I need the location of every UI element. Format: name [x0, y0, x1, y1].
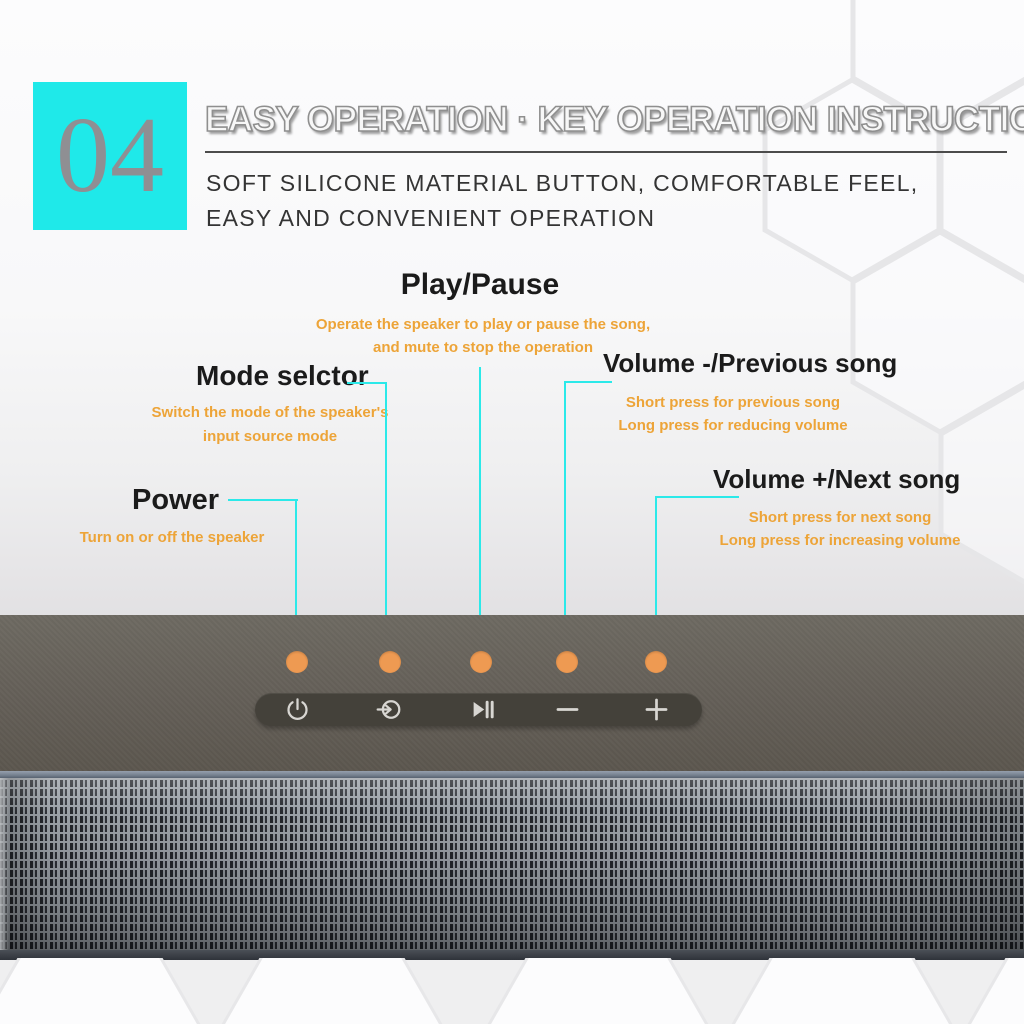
button-indicator-dot-play-pause	[470, 651, 492, 673]
callout-desc-play-pause-2: and mute to stop the operation	[373, 339, 593, 356]
callout-line-volume-plus-horizontal	[655, 496, 739, 498]
subtitle-line-1: SOFT SILICONE MATERIAL BUTTON, COMFORTAB…	[206, 170, 919, 196]
callout-label-mode-selector: Mode selctor	[196, 360, 369, 391]
callout-desc-volume-minus-2: Long press for reducing volume	[618, 417, 848, 434]
callout-label-volume-minus: Volume -/Previous song	[603, 348, 898, 378]
volume-up-button[interactable]	[634, 695, 678, 724]
page-subtitle: SOFT SILICONE MATERIAL BUTTON, COMFORTAB…	[206, 166, 918, 236]
callout-desc-play-pause-1: Operate the speaker to play or pause the…	[315, 316, 651, 333]
plus-icon	[645, 698, 667, 721]
input-source-icon	[376, 700, 400, 719]
callout-line-mode-horizontal	[347, 382, 387, 384]
section-number: 04	[56, 96, 164, 215]
speaker-grille-left-cap	[0, 778, 9, 950]
callout-line-power-vertical	[295, 499, 297, 653]
button-indicator-dot-power	[286, 651, 308, 673]
volume-down-button[interactable]	[545, 695, 589, 724]
callout-desc-volume-minus-1: Short press for previous song	[625, 394, 841, 411]
page-title: EASY OPERATION · KEY OPERATION INSTRUCTI…	[204, 99, 1024, 140]
callout-desc-power: Turn on or off the speaker	[79, 529, 265, 546]
callout-line-volume-minus-vertical	[564, 381, 566, 653]
speaker-edge-strip	[0, 771, 1024, 778]
speaker-bottom-edge	[0, 950, 1024, 960]
section-number-badge: 04	[33, 82, 187, 230]
callout-line-power-horizontal	[228, 499, 298, 501]
callout-line-mode-vertical	[385, 382, 387, 653]
callout-label-power: Power	[132, 484, 220, 516]
minus-icon	[556, 708, 578, 711]
power-icon	[286, 698, 308, 720]
title-underline	[205, 151, 1007, 153]
callout-desc-mode-1: Switch the mode of the speaker's	[151, 404, 389, 421]
hexagon-pattern-top-right	[762, 0, 1024, 585]
input-source-button[interactable]	[367, 695, 411, 724]
button-indicator-dot-mode	[379, 651, 401, 673]
power-button[interactable]	[275, 695, 319, 724]
callout-desc-volume-plus-1: Short press for next song	[748, 509, 932, 526]
callout-line-play-pause-vertical	[479, 367, 481, 653]
callout-label-play-pause: Play/Pause	[400, 268, 560, 301]
button-indicator-dot-volume-up	[645, 651, 667, 673]
play-pause-icon	[473, 700, 494, 719]
callout-line-volume-minus-horizontal	[564, 381, 612, 383]
callout-label-volume-plus: Volume +/Next song	[713, 464, 961, 494]
hexagon-pattern-bottom	[0, 958, 1024, 1024]
callout-desc-volume-plus-2: Long press for increasing volume	[719, 532, 961, 549]
speaker-button-panel	[255, 693, 702, 726]
callout-line-volume-plus-vertical	[655, 496, 657, 653]
subtitle-line-2: EASY AND CONVENIENT OPERATION	[206, 205, 656, 231]
play-pause-button[interactable]	[459, 695, 503, 724]
speaker-grille	[0, 778, 1024, 950]
button-indicator-dot-volume-down	[556, 651, 578, 673]
callout-desc-mode-2: input source mode	[202, 428, 338, 445]
